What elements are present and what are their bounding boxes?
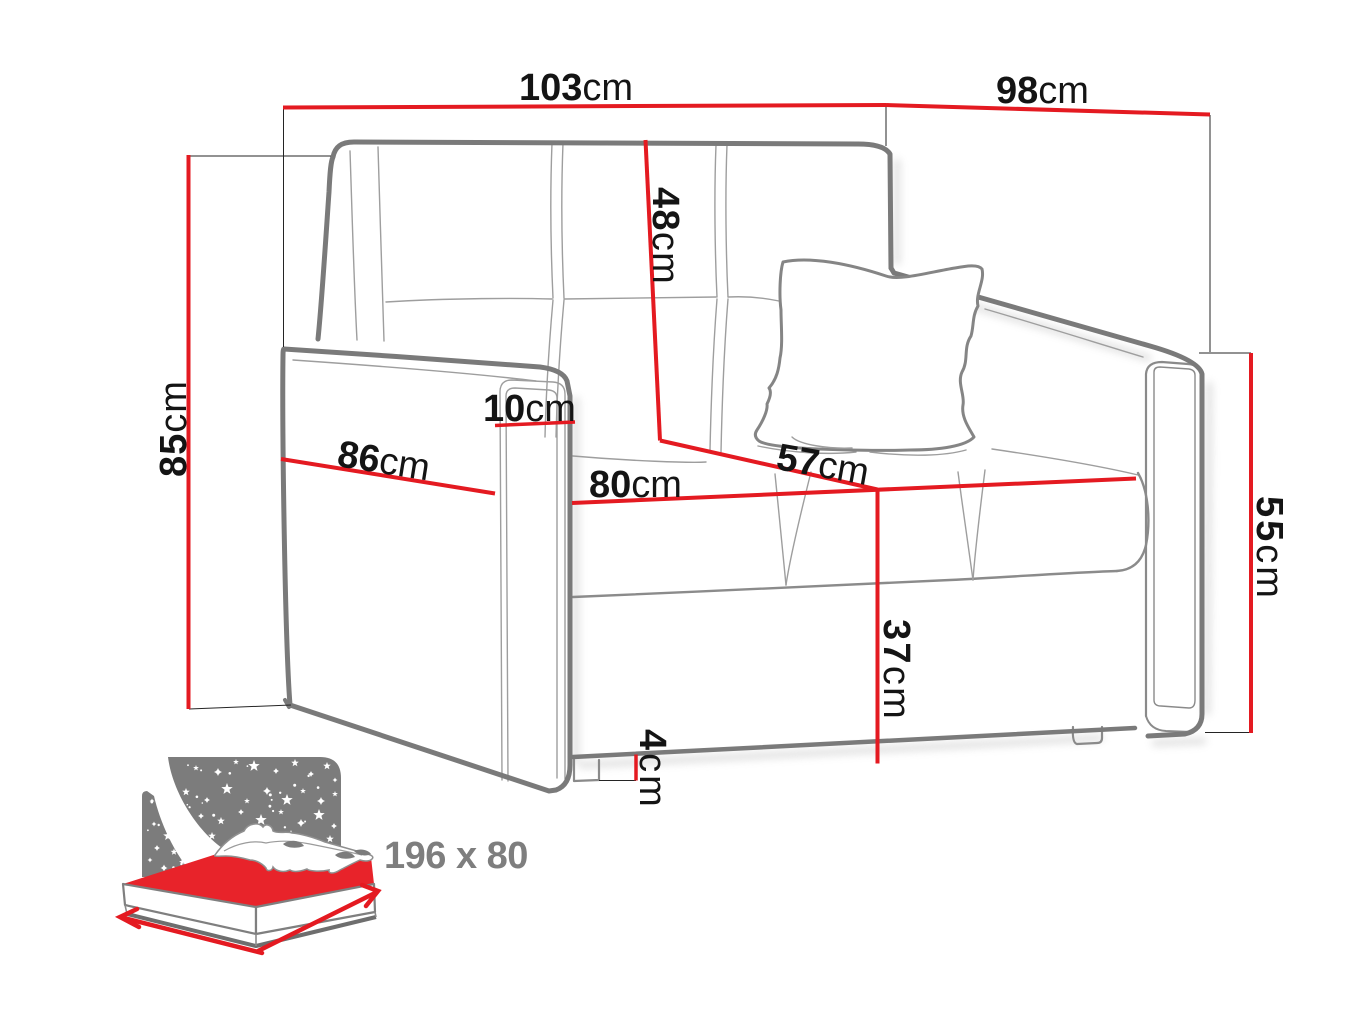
svg-text:4cm: 4cm	[631, 729, 673, 810]
svg-text:80cm: 80cm	[589, 464, 682, 506]
svg-text:10cm: 10cm	[483, 388, 576, 430]
svg-text:48cm: 48cm	[644, 187, 686, 285]
svg-text:37cm: 37cm	[875, 619, 917, 721]
svg-text:86cm: 86cm	[335, 433, 433, 489]
svg-text:55cm: 55cm	[1248, 496, 1290, 601]
svg-text:57cm: 57cm	[773, 437, 872, 495]
svg-text:196 x 80: 196 x 80	[384, 835, 528, 877]
svg-text:98cm: 98cm	[996, 70, 1089, 112]
svg-text:103cm: 103cm	[519, 67, 633, 109]
svg-text:85cm: 85cm	[153, 380, 195, 477]
